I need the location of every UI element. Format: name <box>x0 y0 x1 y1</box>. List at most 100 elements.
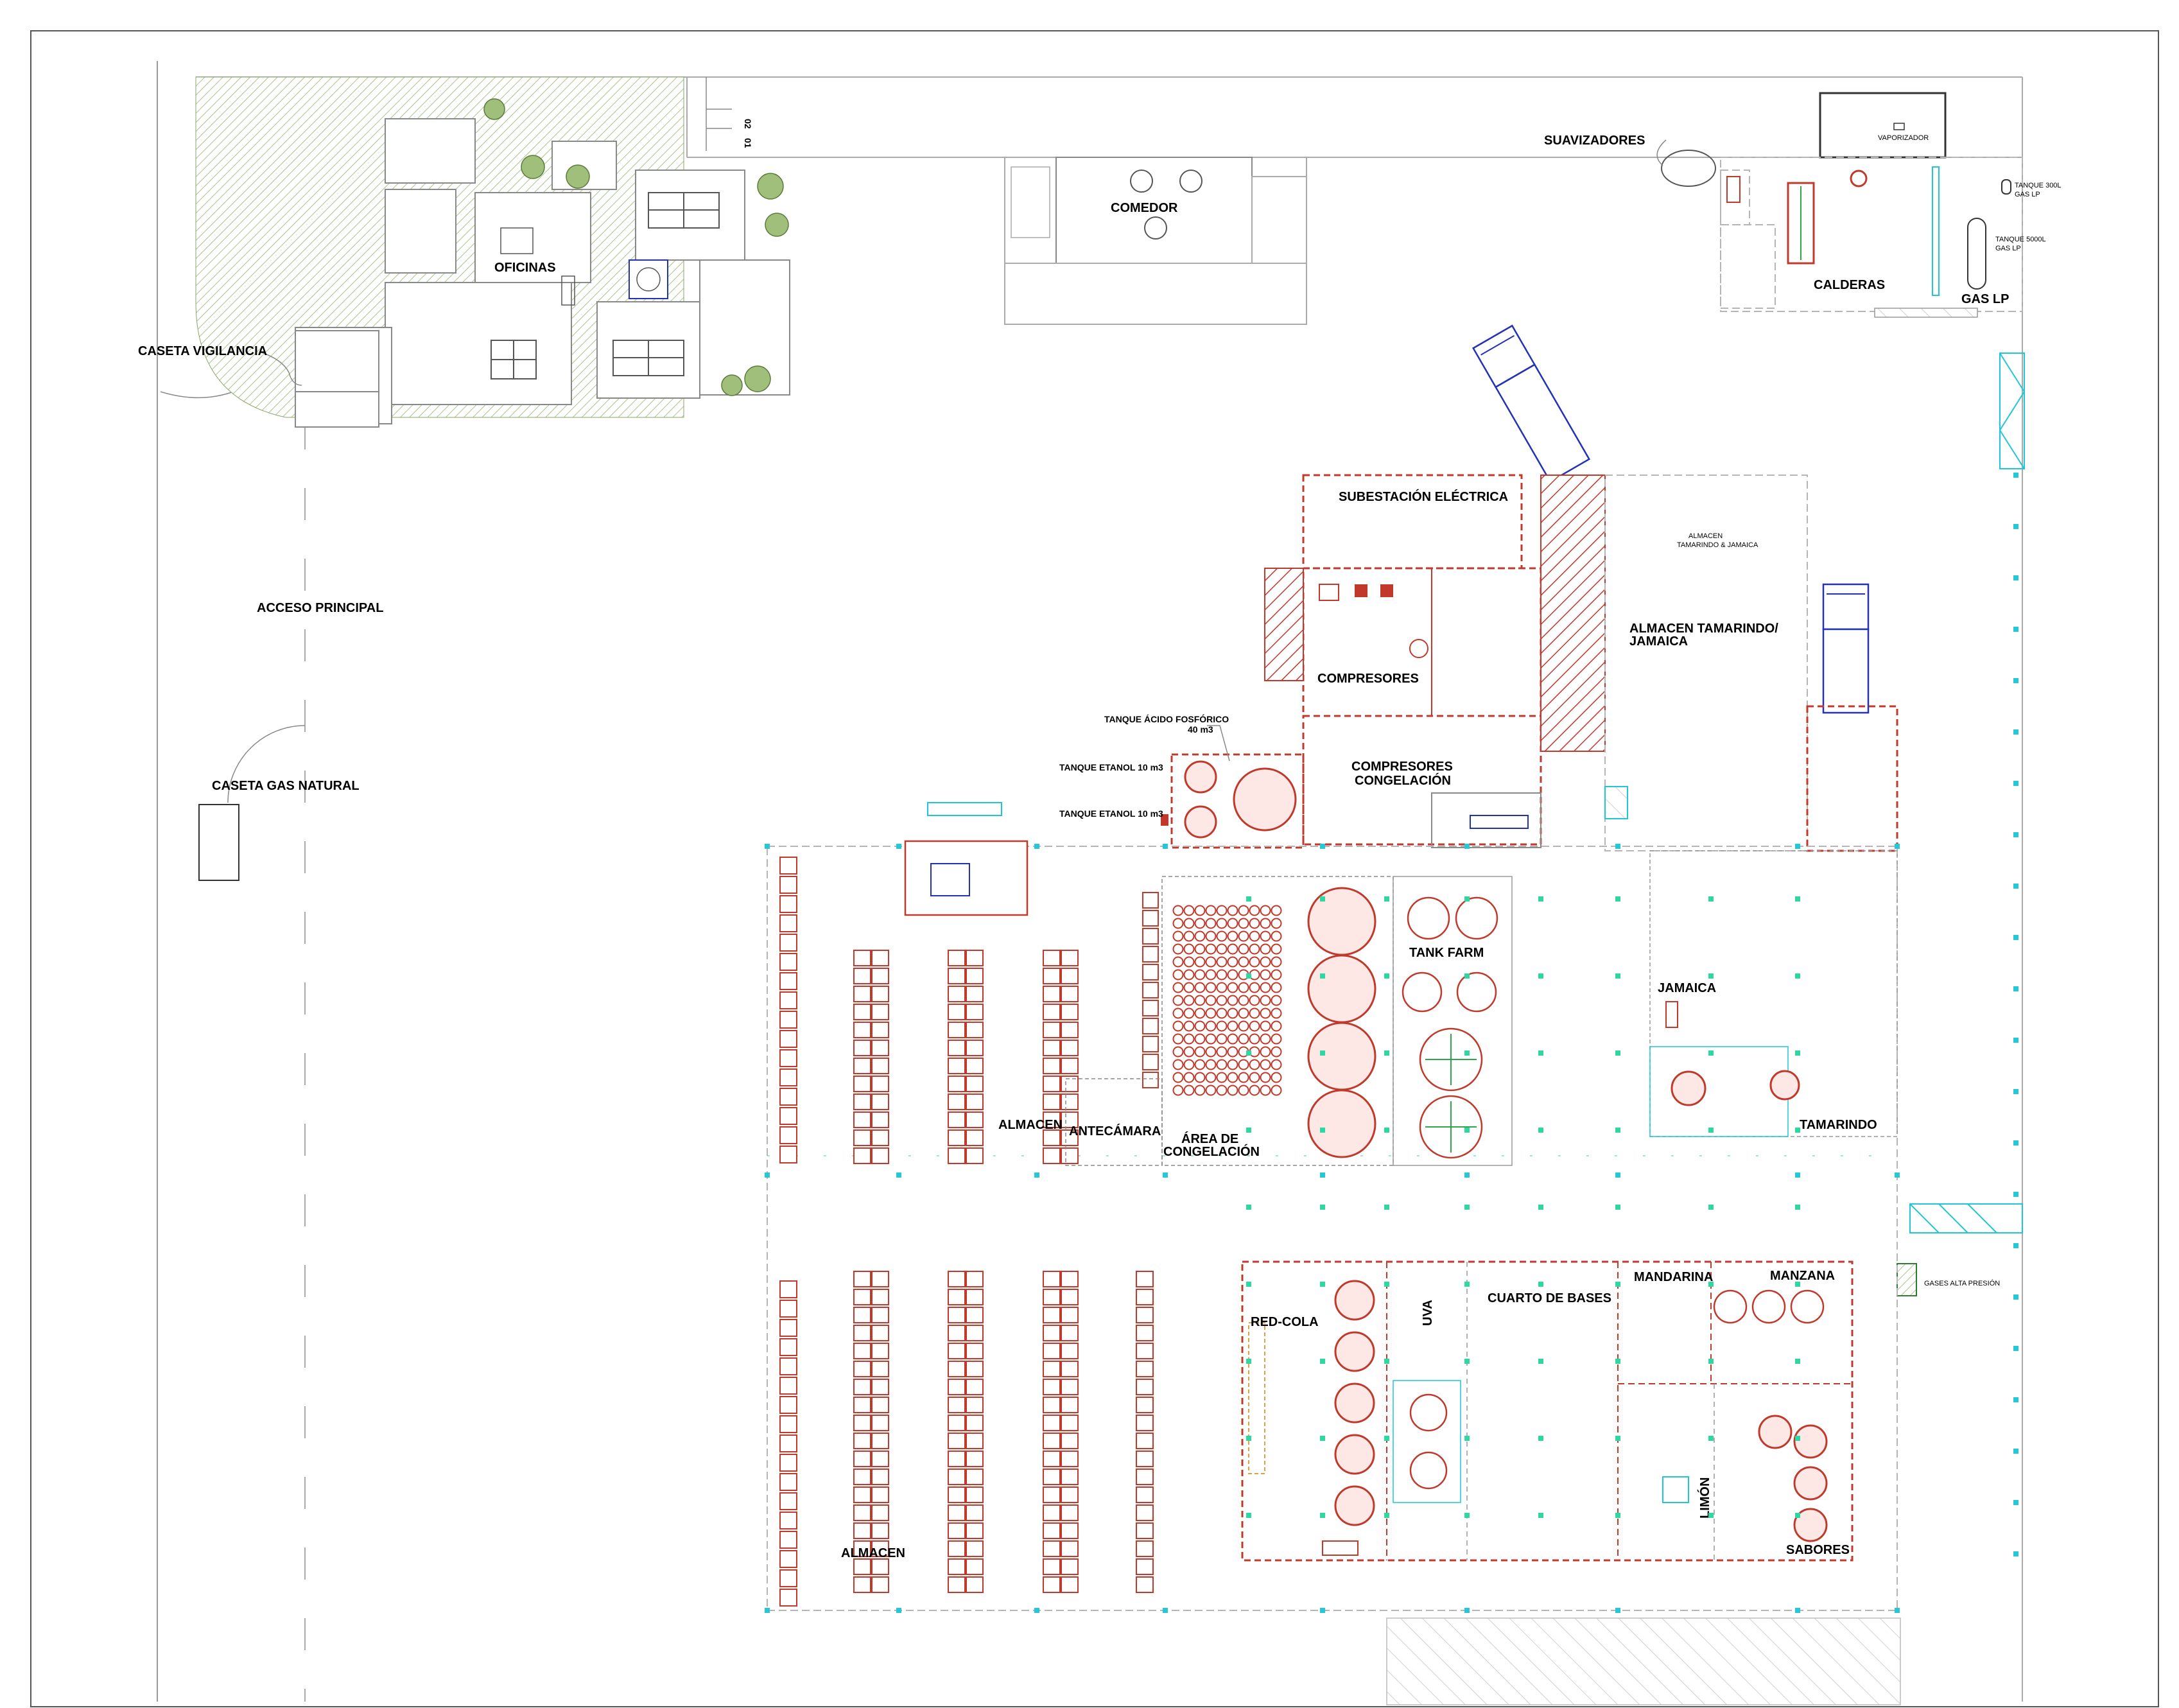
rack-bay <box>1061 1415 1079 1431</box>
rack-bay <box>779 1338 797 1356</box>
column-marker <box>1708 1513 1714 1518</box>
rack-bay <box>1043 1289 1061 1305</box>
freezer-pallet <box>1183 1033 1195 1045</box>
freezer-pallet <box>1260 1059 1271 1070</box>
freezer-pallet <box>1260 905 1271 916</box>
freezer-pallet <box>1194 982 1206 993</box>
column-marker <box>2013 729 2018 735</box>
rack-bay <box>948 1094 966 1110</box>
column-marker <box>1464 896 1470 902</box>
freezer-pallet <box>1172 982 1184 993</box>
freezer-pallet <box>1194 1059 1206 1070</box>
column-marker <box>2013 1346 2018 1351</box>
freezer-pallet <box>1227 969 1238 980</box>
rack-bay <box>1142 1072 1159 1088</box>
label-almacen-bottom: ALMACEN <box>841 1546 905 1560</box>
freezer-pallet <box>1260 1072 1271 1083</box>
freezer-pallet <box>1183 956 1195 968</box>
column-marker <box>1246 1513 1251 1518</box>
label-subestacion: SUBESTACIÓN ELÉCTRICA <box>1339 489 1508 504</box>
rack-bay <box>871 1343 889 1359</box>
column-marker <box>2013 781 2018 786</box>
column-marker <box>1615 1436 1620 1441</box>
rack-bay <box>779 1377 797 1395</box>
freezer-pallet <box>1205 905 1217 916</box>
rack-bay <box>853 1486 871 1503</box>
column-marker <box>1795 1436 1800 1441</box>
rack-bay <box>948 986 966 1002</box>
rack-bay <box>1142 964 1159 980</box>
rack-bay <box>1061 1307 1079 1323</box>
column-marker <box>2013 678 2018 683</box>
column-marker <box>1034 1608 1039 1613</box>
freezer-pallet <box>1260 943 1271 955</box>
freezer-pallet <box>1205 1007 1217 1019</box>
rack-bay <box>966 1558 984 1575</box>
rack-bay <box>779 1396 797 1414</box>
column-marker <box>2013 1551 2018 1556</box>
rack-bay <box>1136 1576 1154 1593</box>
rack-bay <box>853 1522 871 1539</box>
rack-bay <box>871 968 889 984</box>
rack-bay <box>966 1433 984 1449</box>
freezer-pallet <box>1205 1033 1217 1045</box>
rack-bay <box>853 1307 871 1323</box>
rack-bay <box>1043 1397 1061 1413</box>
freezer-pallet <box>1227 1033 1238 1045</box>
rack-bay <box>948 1040 966 1056</box>
rack-bay <box>1061 1094 1079 1110</box>
freezer-pallet <box>1238 1033 1249 1045</box>
freezer-pallet <box>1260 995 1271 1006</box>
rack-bay <box>1136 1486 1154 1503</box>
rack-bay <box>1142 1054 1159 1070</box>
freezer-pallet <box>1183 905 1195 916</box>
rack-bay <box>853 1022 871 1038</box>
freezer-pallet <box>1238 995 1249 1006</box>
freezer-pallet <box>1238 1020 1249 1032</box>
rack-bay <box>853 1147 871 1164</box>
rack-bay <box>1061 1111 1079 1128</box>
column-marker <box>1163 1172 1168 1178</box>
column-marker <box>1464 1050 1470 1056</box>
rack-bay <box>966 1415 984 1431</box>
freezer-pallet <box>1271 1085 1282 1096</box>
rack-bay <box>779 1492 797 1510</box>
label-gases-alta-presion: GASES ALTA PRESIÓN <box>1924 1279 2000 1287</box>
freezer-pallet <box>1205 1072 1217 1083</box>
rack-bay <box>948 1271 966 1287</box>
rack-bay <box>779 1011 797 1029</box>
label-gas-lp: GAS LP <box>1961 292 2009 306</box>
rack-bay <box>948 1289 966 1305</box>
freezer-pallet <box>1249 918 1260 929</box>
freezer-pallet <box>1216 956 1228 968</box>
freezer-pallet <box>1260 930 1271 942</box>
rack-bay <box>871 1022 889 1038</box>
column-marker <box>1034 1172 1039 1178</box>
freezer-pallet <box>1271 930 1282 942</box>
rack-bay <box>1136 1361 1154 1377</box>
label-tank-farm: TANK FARM <box>1409 946 1484 960</box>
rack-bay <box>1061 1540 1079 1557</box>
column-marker <box>1464 1436 1470 1441</box>
freezer-pallet <box>1183 1072 1195 1083</box>
sheet-border <box>30 30 2159 1707</box>
rack-bay <box>779 991 797 1009</box>
freezer-pallet <box>1205 930 1217 942</box>
rack-bay <box>1043 1307 1061 1323</box>
rack-bay <box>1061 1271 1079 1287</box>
rack-bay <box>1043 1076 1061 1092</box>
freezer-pallet <box>1271 1046 1282 1058</box>
rack-bay <box>966 1540 984 1557</box>
freezer-pallet <box>1249 1007 1260 1019</box>
label-jamaica: JAMAICA <box>1658 981 1716 995</box>
freezer-pallet <box>1216 1020 1228 1032</box>
rack-bay <box>1061 1468 1079 1485</box>
column-marker <box>1320 1513 1325 1518</box>
freezer-pallet <box>1205 943 1217 955</box>
rack-bay <box>1142 892 1159 909</box>
column-marker <box>1708 1205 1714 1210</box>
freezer-pallet <box>1227 1020 1238 1032</box>
rack-bay <box>1043 1576 1061 1593</box>
column-marker <box>2013 1500 2018 1505</box>
